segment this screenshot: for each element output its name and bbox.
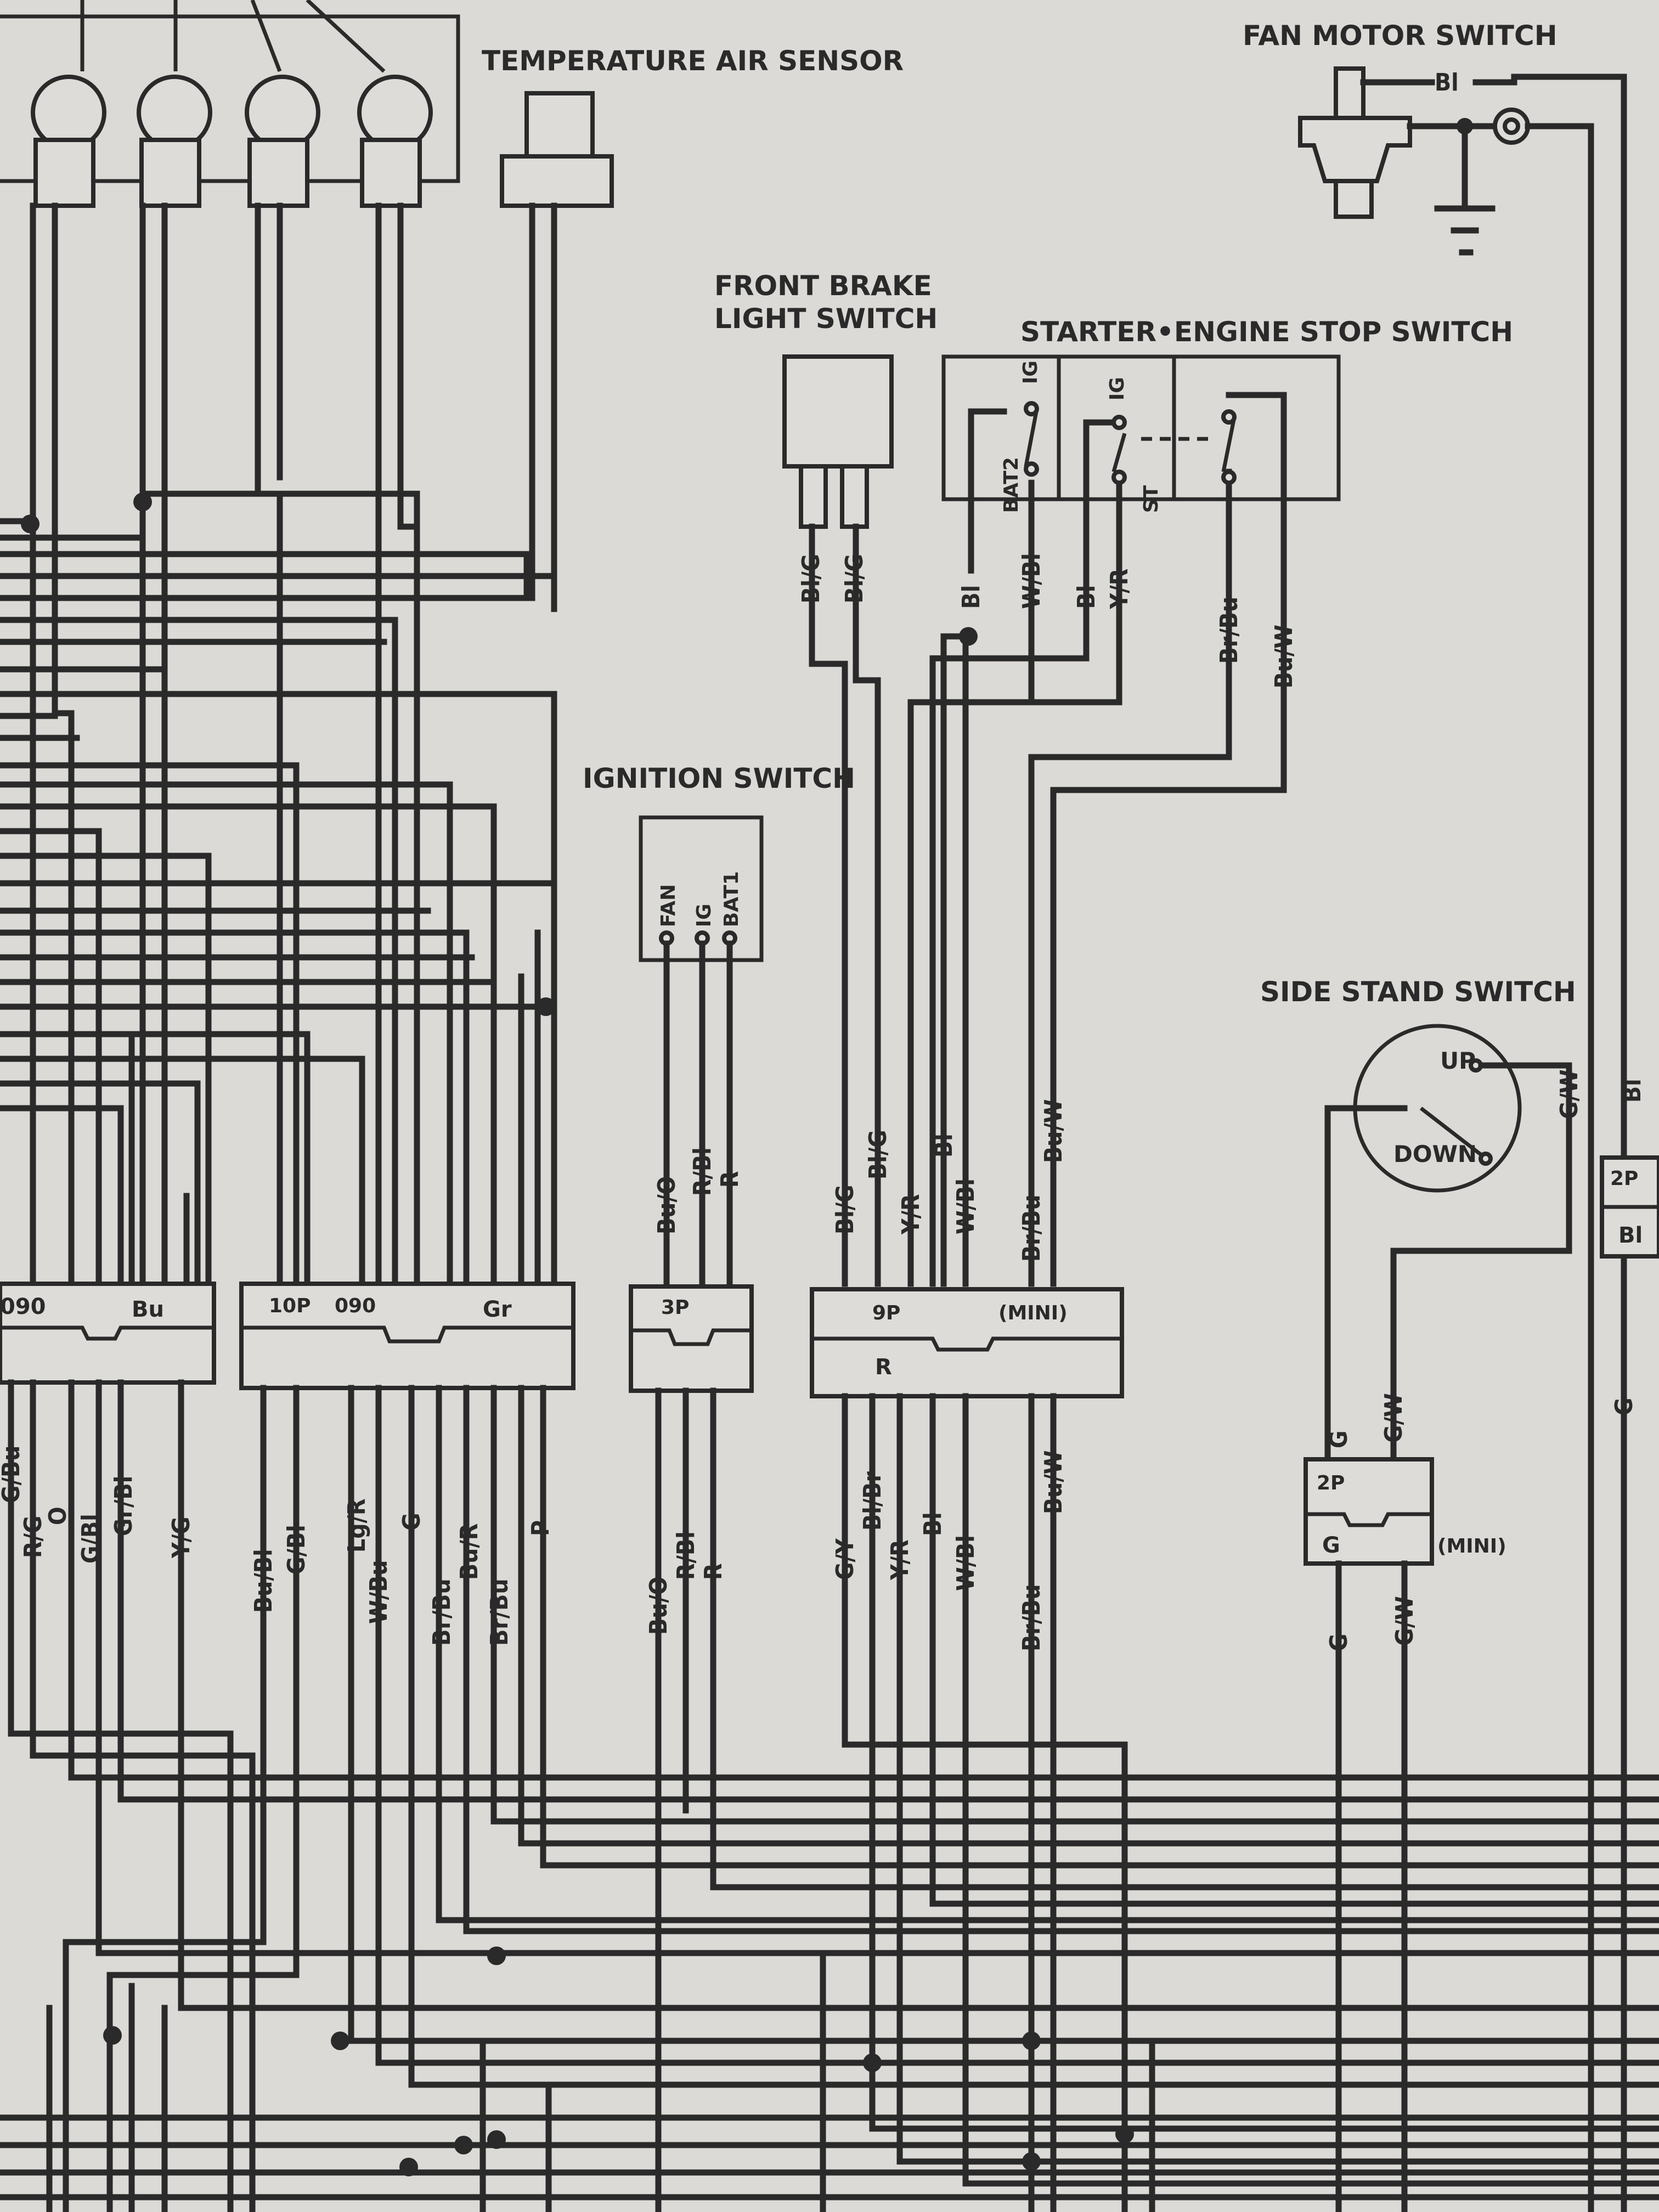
connector-4-pins: 9P xyxy=(872,1302,900,1324)
connector-1 xyxy=(0,1282,216,1385)
connector-2 xyxy=(239,1282,575,1390)
wire-label-c4-upper-1: Bl/G xyxy=(831,1184,859,1234)
wire-label-side-mid-1: G xyxy=(1325,1431,1353,1448)
wire-label-c2-lower-2: G/Bl xyxy=(283,1525,311,1575)
wire-label-c1-lower-3: O xyxy=(44,1506,72,1525)
connector-4-type: (MINI) xyxy=(998,1302,1068,1324)
wire-label-c2-lower-3: Lg/R xyxy=(343,1498,371,1553)
wire-label-side-lower-1: G xyxy=(1325,1634,1353,1651)
wire-label-c4-upper-4: Bl xyxy=(930,1133,958,1158)
wire-label-side-upper: G/W xyxy=(1555,1069,1583,1119)
front-brake-light-switch-label-2: LIGHT SWITCH xyxy=(714,303,938,335)
connector-2-pins: 10P xyxy=(269,1295,311,1317)
wire-label-c2-lower-6: Br/Bu xyxy=(428,1578,456,1646)
wire-label-ign-upper-2: R/Bl xyxy=(689,1147,716,1196)
fan-motor-switch xyxy=(1298,66,1627,2212)
terminal-st: ST xyxy=(1140,485,1163,513)
wire-label-ign-upper-1: Bu/O xyxy=(653,1176,681,1234)
wire-bundle-center xyxy=(663,523,1287,1287)
terminal-bat2: BAT2 xyxy=(1000,457,1023,513)
connector-5-pins: 2P xyxy=(1317,1472,1345,1494)
terminal-up: UP xyxy=(1440,1047,1476,1074)
connector-2-color: Gr xyxy=(483,1297,512,1322)
wire-label-c4-lower-5: W/Bl xyxy=(952,1535,980,1591)
wire-label-c4-upper-5: W/Bl xyxy=(952,1178,980,1234)
temperature-air-sensor xyxy=(500,91,614,208)
wire-bundle-left xyxy=(0,202,557,1287)
wire-label-c4-lower-7: Bu/W xyxy=(1040,1451,1068,1515)
bulb-group xyxy=(0,0,460,208)
wire-label-ign-upper-3: R xyxy=(716,1171,744,1188)
wire-label-right-edge-lower: G xyxy=(1610,1398,1638,1415)
wire-label-ign-lower-2: R/Bl xyxy=(672,1531,700,1580)
terminal-fan: FAN xyxy=(657,884,680,927)
wire-label-c2-lower-8: Br/Bu xyxy=(486,1578,514,1646)
wire-label-c4-lower-2: Bl/Br xyxy=(859,1471,887,1531)
wire-label-starter-1: Bl xyxy=(957,585,985,609)
front-brake-light-switch-label-1: FRONT BRAKE xyxy=(714,270,932,302)
wire-label-side-lower-2: G/W xyxy=(1391,1596,1419,1646)
wire-label-c4-upper-2: Bl/G xyxy=(864,1130,892,1180)
connector-1-color: Bu xyxy=(132,1297,164,1322)
terminal-ig-a: IG xyxy=(1019,360,1042,384)
connector-6-color: Bl xyxy=(1618,1223,1643,1248)
wire-label-right-edge-upper: Bl xyxy=(1618,1079,1646,1103)
side-stand-switch xyxy=(1324,1024,1572,1463)
wire-label-c2-lower-5: G xyxy=(398,1513,426,1531)
connector-1-size: 090 xyxy=(0,1294,46,1319)
temperature-air-sensor-label: TEMPERATURE AIR SENSOR xyxy=(482,45,904,77)
wire-label-c4-lower-3: Y/R xyxy=(886,1539,914,1581)
wire-label-c4-lower-6: Br/Bu xyxy=(1018,1584,1046,1651)
terminal-ig: IG xyxy=(693,904,715,927)
wire-label-c4-upper-3: Y/R xyxy=(897,1194,925,1235)
wire-label-c1-lower-1: G/Bu xyxy=(0,1446,25,1503)
wire-label-c4-lower-1: G/Y xyxy=(831,1538,859,1580)
terminal-ig-b: IG xyxy=(1106,377,1128,400)
connector-4-color: R xyxy=(875,1355,892,1380)
wire-label-c2-lower-4: W/Bu xyxy=(365,1560,393,1624)
wire-label-c4-upper-6: Br/Bu xyxy=(1018,1194,1046,1262)
fan-motor-switch-label: FAN MOTOR SWITCH xyxy=(1243,20,1558,52)
wire-label-c4-upper-7: Bu/W xyxy=(1040,1099,1068,1164)
connector-6-pins: 2P xyxy=(1610,1167,1638,1190)
wire-label-c2-lower-9: P xyxy=(527,1520,555,1536)
connector-5-type: (MINI) xyxy=(1437,1535,1506,1558)
connector-5 xyxy=(1304,1457,1434,1566)
bulb-3 xyxy=(245,75,320,208)
wire-label-side-mid-2: G/W xyxy=(1380,1393,1408,1443)
side-stand-switch-label: SIDE STAND SWITCH xyxy=(1260,976,1576,1008)
connector-5-color: G xyxy=(1322,1533,1340,1558)
connector-3 xyxy=(629,1284,754,1393)
wire-label-fan-bl: Bl xyxy=(1435,69,1459,97)
ignition-switch-label: IGNITION SWITCH xyxy=(583,763,855,794)
connector-2-size: 090 xyxy=(335,1295,376,1317)
wire-label-c2-lower-1: Bu/Bl xyxy=(250,1549,278,1613)
connector-6 xyxy=(1600,1155,1659,1259)
wire-label-c4-lower-4: Bl xyxy=(919,1512,947,1536)
starter-engine-stop-switch-label: STARTER•ENGINE STOP SWITCH xyxy=(1020,316,1513,348)
connector-3-pins: 3P xyxy=(661,1296,689,1319)
wire-label-c1-lower-5: Gr/Bl xyxy=(110,1476,138,1536)
terminal-down: DOWN xyxy=(1393,1141,1477,1167)
wire-label-c1-lower-4: G/Bl xyxy=(77,1514,105,1564)
bulb-2 xyxy=(137,75,212,208)
wire-bundle-lower xyxy=(0,1379,1659,2212)
front-brake-light-switch xyxy=(782,354,894,529)
terminal-bat1: BAT1 xyxy=(720,871,743,927)
wire-label-ign-lower-1: Bu/O xyxy=(645,1577,673,1635)
wire-label-c1-lower-6: Y/G xyxy=(167,1516,195,1559)
connector-4 xyxy=(810,1287,1124,1398)
wire-label-ign-lower-3: R xyxy=(699,1564,727,1581)
starter-engine-stop-switch xyxy=(941,354,1341,662)
bulb-4 xyxy=(357,75,433,208)
wire-label-c1-lower-2: R/G xyxy=(19,1516,47,1558)
bulb-1 xyxy=(31,75,106,208)
wire-label-c2-lower-7: Bu/R xyxy=(455,1523,483,1580)
